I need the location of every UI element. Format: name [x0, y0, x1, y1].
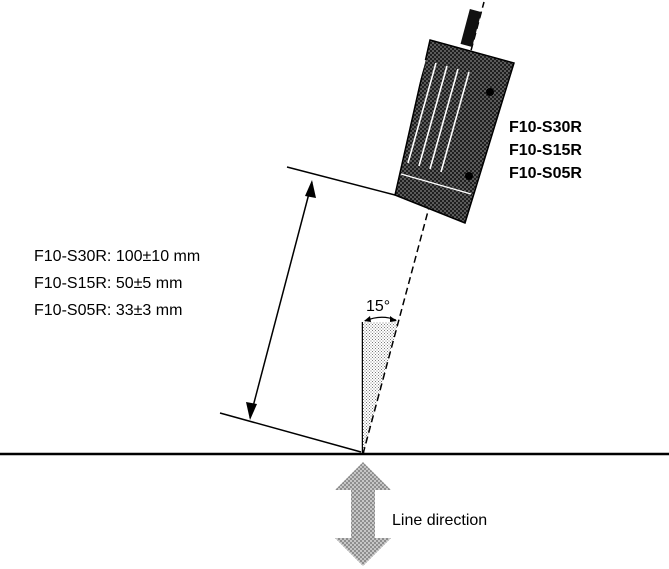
sensor-lens-band — [400, 173, 472, 195]
distance-spec: F10-S05R: 33±3 mm — [34, 302, 183, 319]
distance-spec: F10-S15R: 50±5 mm — [34, 275, 183, 292]
sensor-groove — [396, 59, 426, 161]
model-label: F10-S30R — [509, 119, 582, 136]
sensor-groove — [418, 65, 448, 167]
model-label: F10-S15R — [509, 142, 582, 159]
sensor-face-reference-line — [286, 166, 396, 196]
surface-reference-line — [219, 412, 362, 453]
sensor-cable — [460, 9, 482, 47]
distance-arrow-head-bottom — [246, 402, 257, 420]
angle-arc-arrow-right — [390, 316, 397, 322]
line-direction-label: Line direction — [392, 512, 488, 529]
distance-dimension-line — [249, 181, 313, 419]
sensor-indicator-dot — [465, 172, 473, 180]
sensor-indicator-dot — [486, 88, 494, 96]
sensor-housing — [394, 39, 515, 224]
angle-label: 15° — [366, 298, 391, 315]
angle-arc-arrow-left — [364, 316, 371, 322]
sensor-body — [394, 9, 515, 224]
sensor-groove — [407, 62, 437, 164]
distance-arrow-head-top — [305, 180, 316, 198]
sensor-groove — [440, 71, 470, 173]
model-label: F10-S05R — [509, 165, 582, 182]
distance-spec: F10-S30R: 100±10 mm — [34, 248, 201, 265]
sensor-groove — [429, 68, 459, 170]
line-direction-arrow — [335, 462, 391, 566]
